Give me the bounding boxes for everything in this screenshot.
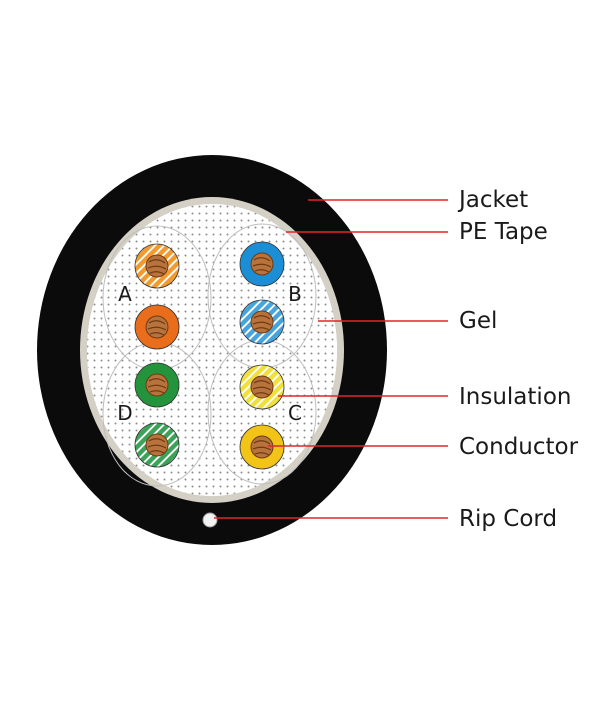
white-blue-wire-conductor-strand xyxy=(254,327,270,331)
green-wire-conductor-strand xyxy=(147,384,167,389)
label-jacket: Jacket xyxy=(457,187,528,213)
white-blue-wire-conductor-strand xyxy=(252,321,272,326)
stripe xyxy=(135,244,162,288)
yellow-wire-conductor-strand xyxy=(252,446,272,451)
white-green-wire-conductor-strand xyxy=(149,450,165,454)
stripe xyxy=(248,365,284,409)
pair-letter-b: B xyxy=(288,282,302,306)
label-conductor: Conductor xyxy=(459,434,579,460)
stripe xyxy=(152,423,179,467)
yellow-wire-conductor-strand xyxy=(253,440,271,445)
stripe xyxy=(135,423,162,467)
rip-cord xyxy=(202,512,218,528)
white-orange-wire-conductor-strand xyxy=(148,259,166,264)
stripe xyxy=(240,365,276,409)
label-insulation: Insulation xyxy=(459,384,571,410)
stripe xyxy=(135,244,171,288)
pair-letter-a: A xyxy=(118,282,132,306)
pair-letter-d: D xyxy=(117,401,132,425)
stripe xyxy=(248,300,284,344)
white-yellow-wire-conductor-strand xyxy=(253,380,271,385)
stripe xyxy=(152,244,179,288)
label-pe-tape: PE Tape xyxy=(459,219,548,245)
white-green-wire-conductor-strand xyxy=(148,438,166,443)
gel-dot-texture xyxy=(87,204,337,496)
stripe xyxy=(240,300,276,344)
blue-wire-conductor-strand xyxy=(254,269,270,273)
white-blue-wire-conductor-strand xyxy=(253,315,271,320)
white-green-wire-conductor-strand xyxy=(147,444,167,449)
white-blue-wire-outline xyxy=(239,299,285,345)
white-yellow-wire-outline xyxy=(239,364,285,410)
stripe xyxy=(257,300,284,344)
orange-wire-conductor-strand xyxy=(147,326,167,331)
white-green-wire-outline xyxy=(134,422,180,468)
yellow-wire-conductor-strand xyxy=(254,452,270,456)
label-rip-cord: Rip Cord xyxy=(459,506,557,532)
white-yellow-wire-conductor-strand xyxy=(254,392,270,396)
pair-letter-c: C xyxy=(288,401,302,425)
white-yellow-wire-conductor-strand xyxy=(252,386,272,391)
stripe xyxy=(143,423,179,467)
label-gel: Gel xyxy=(459,308,497,334)
stripe xyxy=(240,365,267,409)
stripe xyxy=(240,300,267,344)
stripe xyxy=(135,423,171,467)
blue-wire-conductor-strand xyxy=(252,263,272,268)
stripe xyxy=(143,244,179,288)
white-orange-wire-conductor-strand xyxy=(149,271,165,275)
orange-wire-conductor-strand xyxy=(149,332,165,336)
green-wire-conductor-strand xyxy=(149,390,165,394)
white-orange-wire-outline xyxy=(134,243,180,289)
green-wire-conductor-strand xyxy=(148,378,166,383)
leader-lines xyxy=(214,199,448,519)
orange-wire-conductor-strand xyxy=(148,320,166,325)
white-orange-wire-conductor-strand xyxy=(147,265,167,270)
blue-wire-conductor-strand xyxy=(253,257,271,262)
stripe xyxy=(257,365,284,409)
